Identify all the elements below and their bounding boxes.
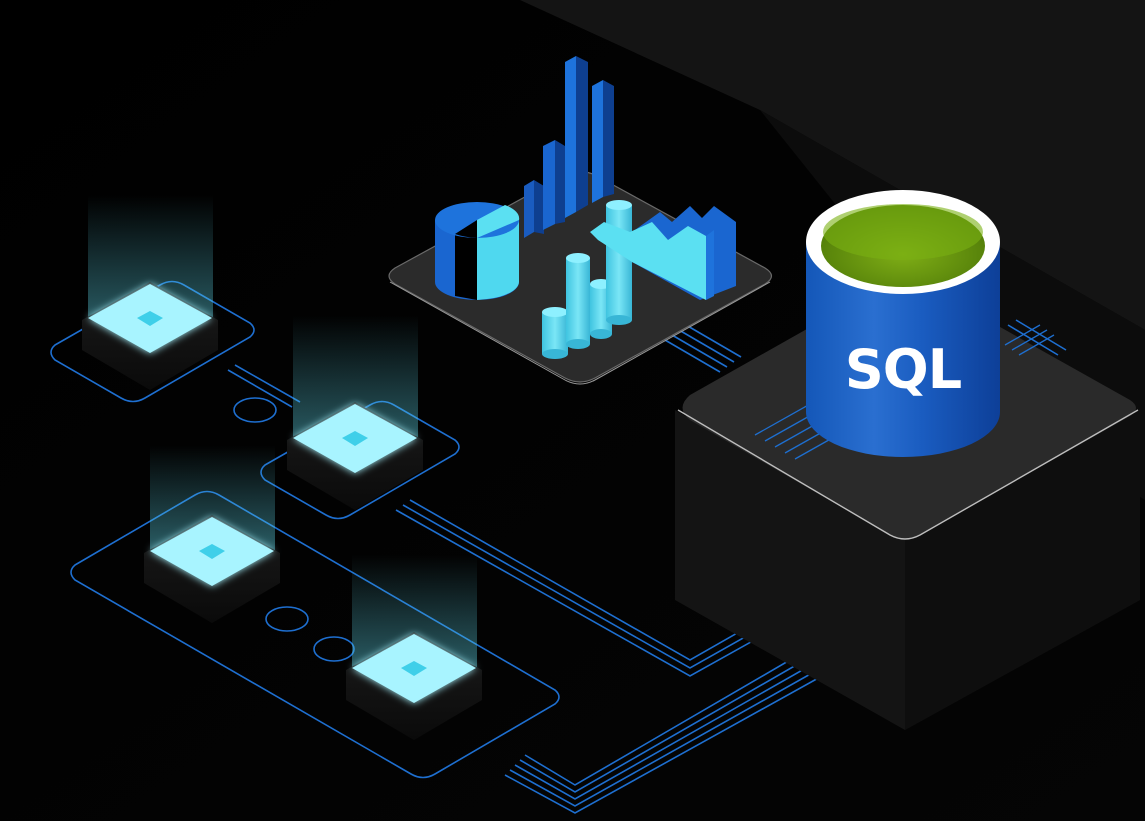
- pie-chart-icon: [435, 202, 520, 300]
- node-chip-icon: [199, 544, 225, 559]
- node-chip-icon: [401, 661, 427, 676]
- cylinder-bar-chart-icon: [542, 200, 632, 359]
- sql-database-icon: SQL: [806, 190, 1000, 457]
- area-chart-icon: [590, 206, 736, 300]
- sql-platform: [675, 278, 1140, 730]
- analytics-platform: [388, 56, 773, 385]
- bar-chart-icon: [524, 56, 614, 238]
- compute-node-4: [346, 555, 482, 740]
- node-chip-icon: [137, 311, 163, 326]
- compute-node-1: [82, 195, 218, 390]
- compute-node-3: [144, 445, 280, 623]
- sql-label: SQL: [845, 338, 961, 401]
- background-slab: [520, 0, 1145, 330]
- node-chip-icon: [342, 431, 368, 446]
- compute-node-2: [287, 315, 423, 510]
